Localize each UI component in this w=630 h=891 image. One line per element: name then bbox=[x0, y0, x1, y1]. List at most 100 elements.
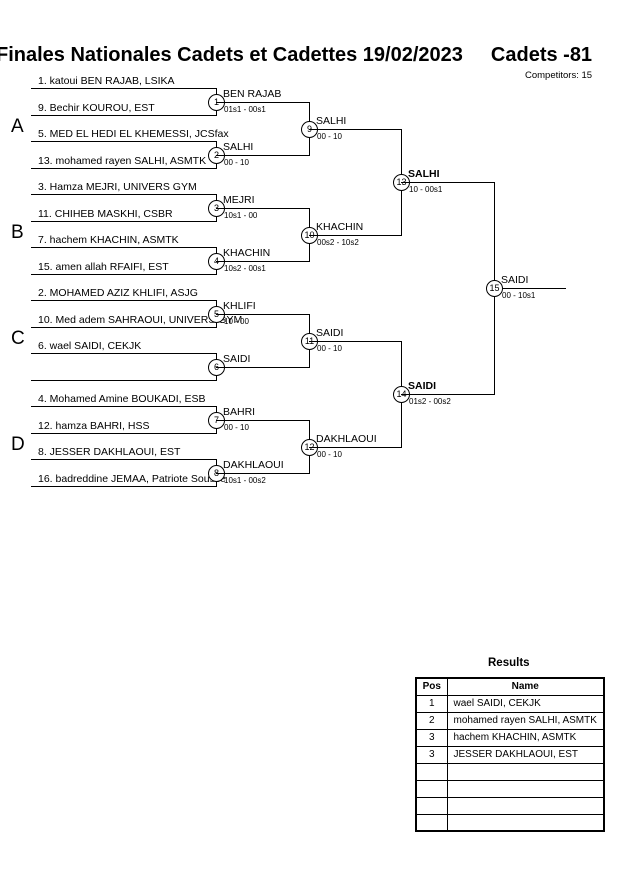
results-name bbox=[446, 813, 605, 832]
competitor-entry: 4. Mohamed Amine BOUKADI, ESB bbox=[38, 393, 206, 405]
competitor-entry: 3. Hamza MEJRI, UNIVERS GYM bbox=[38, 181, 197, 193]
match-5-score: 10 - 00 bbox=[224, 317, 249, 326]
results-position: 3 bbox=[415, 745, 448, 764]
match-9-line-top bbox=[216, 102, 309, 103]
match-7-score: 00 - 10 bbox=[224, 423, 249, 432]
match-3-score: 10s1 - 00 bbox=[224, 211, 258, 220]
match-3-line-bottom bbox=[31, 221, 216, 222]
match-15-line-out bbox=[494, 288, 566, 289]
match-15-score: 00 - 10s1 bbox=[502, 291, 536, 300]
match-5-line-top bbox=[31, 300, 216, 301]
competitor-entry: 5. MED EL HEDI EL KHEMESSI, JCSfax bbox=[38, 128, 229, 140]
match-6-winner: SAIDI bbox=[223, 353, 251, 365]
match-10-line-top bbox=[216, 208, 309, 209]
match-15-line-top bbox=[401, 182, 494, 183]
match-1-line-top bbox=[31, 88, 216, 89]
page-title: Finales Nationales Cadets et Cadettes 19… bbox=[0, 44, 592, 67]
match-11-score: 00 - 10 bbox=[317, 344, 342, 353]
pool-label-b: B bbox=[11, 222, 24, 243]
results-title: Results bbox=[488, 657, 530, 669]
results-row bbox=[415, 762, 605, 781]
results-name: JESSER DAKHLAOUI, EST bbox=[446, 745, 605, 764]
results-col-name: Name bbox=[446, 677, 605, 696]
results-position: 2 bbox=[415, 711, 448, 730]
category-label: Cadets -81 bbox=[490, 44, 593, 66]
match-9-score: 00 - 10 bbox=[317, 132, 342, 141]
match-10-line-bottom bbox=[216, 261, 309, 262]
results-col-pos: Pos bbox=[415, 677, 448, 696]
match-2-score: 00 - 10 bbox=[224, 158, 249, 167]
results-row bbox=[415, 796, 605, 815]
competitor-entry: 13. mohamed rayen SALHI, ASMTK bbox=[38, 155, 207, 167]
match-11-line-top bbox=[216, 314, 309, 315]
match-5-winner: KHLIFI bbox=[223, 300, 256, 312]
match-10-winner: KHACHIN bbox=[316, 221, 364, 233]
match-5-line-bottom bbox=[31, 327, 216, 328]
match-13-line-bottom bbox=[309, 235, 401, 236]
event-title: Finales Nationales Cadets et Cadettes bbox=[0, 44, 358, 66]
match-12-line-bottom bbox=[216, 473, 309, 474]
match-1-line-bottom bbox=[31, 115, 216, 116]
match-13-winner: SALHI bbox=[408, 168, 440, 180]
results-name bbox=[446, 796, 605, 815]
competitor-entry: 9. Bechir KOUROU, EST bbox=[38, 102, 155, 114]
match-11-winner: SAIDI bbox=[316, 327, 344, 339]
match-6-line-bottom bbox=[31, 380, 216, 381]
results-position: 1 bbox=[415, 694, 448, 713]
competitor-entry: 16. badreddine JEMAA, Patriote Sousse bbox=[38, 473, 226, 485]
results-row bbox=[415, 779, 605, 798]
pool-label-c: C bbox=[11, 328, 25, 349]
results-name: hachem KHACHIN, ASMTK bbox=[446, 728, 605, 747]
competitor-entry: 6. wael SAIDI, CEKJK bbox=[38, 340, 142, 352]
match-15-number-badge: 15 bbox=[486, 280, 503, 297]
results-position: 3 bbox=[415, 728, 448, 747]
match-4-winner: KHACHIN bbox=[223, 247, 271, 259]
match-15-winner: SAIDI bbox=[501, 274, 529, 286]
competitor-entry: 2. MOHAMED AZIZ KHLIFI, ASJG bbox=[38, 287, 198, 299]
results-row bbox=[415, 813, 605, 832]
match-3-line-top bbox=[31, 194, 216, 195]
match-14-line-top bbox=[309, 341, 401, 342]
match-13-line-top bbox=[309, 129, 401, 130]
match-7-line-bottom bbox=[31, 433, 216, 434]
results-name bbox=[446, 762, 605, 781]
competitor-entry: 15. amen allah RFAIFI, EST bbox=[38, 261, 169, 273]
results-header-row: Pos Name bbox=[415, 677, 605, 696]
results-position bbox=[415, 796, 448, 815]
match-14-score: 01s2 - 00s2 bbox=[409, 397, 451, 406]
competitor-entry: 10. Med adem SAHRAOUI, UNIVERS GYM bbox=[38, 314, 243, 326]
competitor-entry: 8. JESSER DAKHLAOUI, EST bbox=[38, 446, 181, 458]
competitor-entry: 7. hachem KHACHIN, ASMTK bbox=[38, 234, 179, 246]
results-position bbox=[415, 779, 448, 798]
match-3-winner: MEJRI bbox=[223, 194, 255, 206]
match-2-line-bottom bbox=[31, 168, 216, 169]
match-12-line-top bbox=[216, 420, 309, 421]
results-position bbox=[415, 813, 448, 832]
results-name: wael SAIDI, CEKJK bbox=[446, 694, 605, 713]
results-name: mohamed rayen SALHI, ASMTK bbox=[446, 711, 605, 730]
match-4-score: 10s2 - 00s1 bbox=[224, 264, 266, 273]
event-date: 19/02/2023 bbox=[362, 44, 463, 66]
competitors-count: Competitors: 15 bbox=[525, 70, 593, 81]
match-15-line-bottom bbox=[401, 394, 494, 395]
match-4-line-top bbox=[31, 247, 216, 248]
competitor-entry: 11. CHIHEB MASKHI, CSBR bbox=[38, 208, 173, 220]
results-position bbox=[415, 762, 448, 781]
match-12-winner: DAKHLAOUI bbox=[316, 433, 377, 445]
match-9-winner: SALHI bbox=[316, 115, 347, 127]
results-name bbox=[446, 779, 605, 798]
match-9-line-bottom bbox=[216, 155, 309, 156]
match-14-winner: SAIDI bbox=[408, 380, 437, 392]
match-1-winner: BEN RAJAB bbox=[223, 88, 282, 100]
pool-label-d: D bbox=[11, 434, 25, 455]
match-14-line-bottom bbox=[309, 447, 401, 448]
match-10-score: 00s2 - 10s2 bbox=[317, 238, 359, 247]
match-1-score: 01s1 - 00s1 bbox=[224, 105, 266, 114]
match-11-line-bottom bbox=[216, 367, 309, 368]
match-8-line-top bbox=[31, 459, 216, 460]
competitor-entry: 12. hamza BAHRI, HSS bbox=[38, 420, 150, 432]
